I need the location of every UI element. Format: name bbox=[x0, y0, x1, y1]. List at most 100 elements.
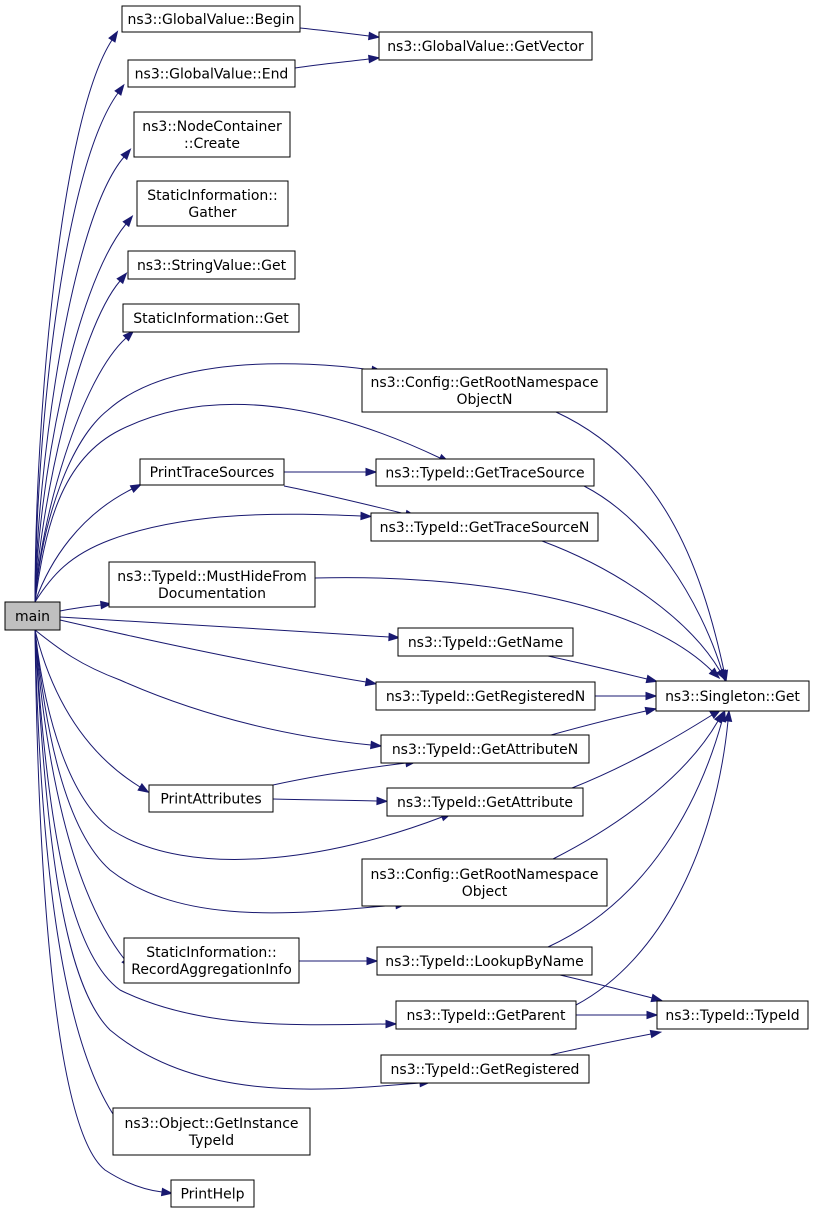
arrowhead-icon bbox=[365, 467, 378, 477]
call-edge-main-to-tid_getname bbox=[59, 616, 401, 642]
arrowhead-icon bbox=[388, 632, 401, 642]
edge-line bbox=[34, 280, 121, 603]
node-tid-getname[interactable]: ns3::TypeId::GetName bbox=[397, 627, 574, 657]
call-edge-main-to-gv_begin bbox=[34, 30, 119, 603]
node-label: ObjectN bbox=[456, 392, 512, 408]
arrowhead-icon bbox=[364, 677, 378, 687]
edge-line bbox=[34, 629, 397, 914]
edge-line bbox=[272, 798, 378, 802]
node-box bbox=[386, 787, 584, 817]
arrowhead-icon bbox=[708, 667, 721, 680]
node-box bbox=[656, 1000, 809, 1030]
node-print-trace[interactable]: PrintTraceSources bbox=[139, 458, 285, 486]
node-tid-lookupbyname[interactable]: ns3::TypeId::LookupByName bbox=[376, 946, 593, 976]
node-nc-create[interactable]: ns3::NodeContainer::Create bbox=[133, 111, 291, 158]
arrowhead-icon bbox=[108, 30, 119, 43]
edge-line bbox=[541, 540, 721, 672]
node-sv-get[interactable]: ns3::StringValue::Get bbox=[127, 250, 296, 280]
call-edge-tid_getattributen-to-singleton_get bbox=[550, 706, 658, 736]
node-si-gather[interactable]: StaticInformation::Gather bbox=[136, 180, 289, 227]
edge-line bbox=[34, 92, 119, 603]
arrowhead-icon bbox=[368, 54, 381, 64]
node-label: ::Create bbox=[184, 136, 240, 152]
node-tid-getregistered[interactable]: ns3::TypeId::GetRegistered bbox=[380, 1054, 590, 1084]
node-box bbox=[361, 368, 608, 413]
node-label: StaticInformation:: bbox=[147, 188, 278, 204]
node-box bbox=[397, 627, 574, 657]
arrowhead-icon bbox=[645, 674, 659, 684]
node-tid-getattributen[interactable]: ns3::TypeId::GetAttributeN bbox=[380, 734, 590, 764]
call-edge-main-to-cfg_rootnsobj bbox=[34, 629, 408, 914]
call-edge-main-to-tid_getregisteredn bbox=[59, 619, 378, 687]
node-tid-getattribute[interactable]: ns3::TypeId::GetAttribute bbox=[386, 787, 584, 817]
node-print-attributes[interactable]: PrintAttributes bbox=[148, 784, 274, 813]
node-label: ns3::Config::GetRootNamespace bbox=[371, 375, 599, 391]
node-tid-gettracesourcen[interactable]: ns3::TypeId::GetTraceSourceN bbox=[370, 512, 599, 542]
node-tid-getparent[interactable]: ns3::TypeId::GetParent bbox=[395, 1000, 577, 1030]
call-edge-main-to-obj_getinstancetypeid bbox=[34, 629, 131, 1137]
edge-line bbox=[34, 156, 125, 603]
edge-line bbox=[34, 629, 124, 1129]
node-box bbox=[395, 1000, 577, 1030]
node-gv-end[interactable]: ns3::GlobalValue::End bbox=[127, 59, 296, 88]
call-edge-main-to-print_trace bbox=[34, 483, 143, 603]
node-gv-begin[interactable]: ns3::GlobalValue::Begin bbox=[121, 5, 301, 33]
edge-line bbox=[59, 616, 390, 638]
node-label: ns3::TypeId::GetRegisteredN bbox=[386, 689, 585, 705]
arrowhead-icon bbox=[644, 706, 658, 716]
node-box bbox=[127, 59, 296, 88]
edge-line bbox=[34, 39, 113, 603]
node-si-get[interactable]: StaticInformation::Get bbox=[122, 303, 300, 333]
node-label: ns3::TypeId::GetAttribute bbox=[397, 795, 573, 811]
edge-line bbox=[547, 655, 648, 680]
node-label: ns3::StringValue::Get bbox=[137, 258, 287, 274]
node-label: Documentation bbox=[158, 586, 266, 602]
call-edge-tid_musthide-to-singleton_get bbox=[314, 577, 721, 680]
edge-line bbox=[552, 720, 719, 860]
edge-line bbox=[294, 58, 370, 69]
edge-line bbox=[559, 974, 653, 999]
edge-line bbox=[299, 27, 370, 37]
node-si-recordagg[interactable]: StaticInformation::RecordAggregationInfo bbox=[123, 937, 300, 984]
node-tid-gettracesource[interactable]: ns3::TypeId::GetTraceSource bbox=[375, 458, 595, 487]
arrowhead-icon bbox=[370, 740, 383, 750]
arrowhead-icon bbox=[717, 709, 727, 723]
node-label: PrintAttributes bbox=[160, 792, 261, 808]
node-label: ns3::Object::GetInstance bbox=[124, 1116, 298, 1132]
node-label: StaticInformation:: bbox=[146, 945, 277, 961]
call-edge-main-to-print_attributes bbox=[34, 629, 150, 794]
node-label: ns3::TypeId::GetName bbox=[408, 635, 563, 651]
arrowhead-icon bbox=[122, 215, 134, 228]
node-box bbox=[121, 5, 301, 33]
arrowhead-icon bbox=[129, 483, 143, 494]
call-edge-gv_end-to-gv_getvector bbox=[294, 54, 381, 69]
node-label: ns3::TypeId::GetParent bbox=[407, 1008, 566, 1024]
node-label: ns3::TypeId::TypeId bbox=[665, 1008, 799, 1024]
node-label: ns3::TypeId::GetTraceSourceN bbox=[380, 520, 590, 536]
node-singleton-get[interactable]: ns3::Singleton::Get bbox=[655, 680, 810, 712]
node-print-help[interactable]: PrintHelp bbox=[170, 1179, 255, 1208]
node-gv-getvector[interactable]: ns3::GlobalValue::GetVector bbox=[378, 31, 593, 61]
edge-line bbox=[59, 619, 367, 683]
edge-line bbox=[34, 629, 443, 860]
node-label: ns3::TypeId::GetTraceSource bbox=[385, 466, 584, 482]
node-label: ns3::Config::GetRootNamespace bbox=[371, 867, 599, 883]
edge-line bbox=[314, 577, 713, 672]
node-box bbox=[170, 1179, 255, 1208]
arrowhead-icon bbox=[160, 1187, 174, 1197]
node-label: main bbox=[15, 609, 50, 625]
call-edge-print_attributes-to-tid_getattribute bbox=[272, 796, 389, 806]
call-edge-tid_gettracesource-to-singleton_get bbox=[583, 485, 726, 682]
call-edge-cfg_rootnsobjn-to-singleton_get bbox=[555, 411, 729, 683]
call-edge-main-to-sv_get bbox=[34, 272, 128, 603]
node-tid-typeid[interactable]: ns3::TypeId::TypeId bbox=[656, 1000, 809, 1030]
node-tid-getregisteredn[interactable]: ns3::TypeId::GetRegisteredN bbox=[375, 681, 596, 711]
edge-line bbox=[34, 629, 141, 788]
arrowhead-icon bbox=[114, 83, 125, 96]
call-edge-tid_getregistered-to-tid_typeid bbox=[549, 1029, 663, 1056]
edge-line bbox=[34, 223, 127, 603]
